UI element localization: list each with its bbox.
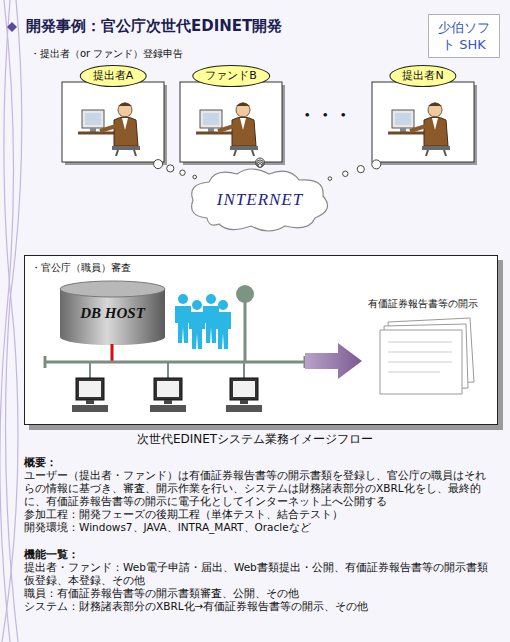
description-text: ユーザー（提出者・ファンド）は有価証券報告書等の開示書類を登録し、官公庁の職員は… (24, 469, 496, 508)
bubble (256, 158, 265, 167)
submitter-box: 提出者N (372, 82, 474, 162)
description-text: システム：財務諸表部分のXBRL化→有価証券報告書等の開示、その他 (24, 600, 496, 613)
description-text: 概要： (24, 456, 496, 469)
node-text: DB HOST (80, 305, 145, 322)
bubble-connector (154, 160, 197, 179)
node-text: 少伯ソフト SHK (433, 19, 495, 53)
node-text: ファンドB (192, 65, 270, 87)
node-text: INTERNET (217, 190, 303, 210)
node-text: 有価証券報告書等の開示 (368, 298, 478, 311)
node-text: ・官公庁（職員）審査 (31, 261, 131, 275)
bubble (180, 170, 185, 175)
bubble (154, 160, 163, 169)
database-cylinder: DB HOST (60, 289, 165, 337)
bubble (357, 166, 364, 173)
annotation-label: ・提出者（or ファンド）登録申告 (30, 47, 183, 60)
bubble (343, 171, 348, 176)
text-column: 概要：ユーザー（提出者・ファンド）は有価証券報告書等の開示書類を登録し、官公庁の… (24, 456, 496, 613)
figure-caption: 次世代EDINETシステム業務イメージフロー (0, 431, 510, 448)
document-stack: 有価証券報告書等の開示 (366, 296, 486, 396)
description-text: 参加工程：開発フェーズの後期工程（単体テスト、結合テスト） (24, 508, 496, 521)
bubble (372, 160, 381, 169)
submitter-box: 提出者A (62, 82, 164, 162)
description-text: 機能一覧： (24, 548, 496, 561)
cloud-shape (192, 169, 328, 231)
annotation-label: ・・・ (298, 108, 352, 121)
node-text: 提出者N (389, 65, 456, 87)
bubble (193, 175, 197, 179)
agency-region: ・官公庁（職員）審査 DB HOST 有価証券報告書等の開示 (24, 255, 498, 425)
submitter-box: ファンドB (180, 82, 282, 162)
description-text: 提出者・ファンド：Web電子申請・届出、Web書類提出・公開、有価証券報告書等の… (24, 561, 496, 587)
company-badge: 少伯ソフト SHK (428, 14, 500, 58)
bubble (258, 164, 262, 168)
bubble-connector (256, 158, 265, 167)
node-text: 提出者A (80, 65, 147, 87)
bubble (167, 165, 174, 172)
internet-cloud: INTERNET (185, 166, 335, 234)
description-text: 職員：有価証券報告書等の開示書類審査、公開、その他 (24, 587, 496, 600)
bubble-connector (328, 160, 381, 181)
page-title: 開発事例：官公庁次世代EDINET開発 (26, 17, 282, 36)
bubble (328, 177, 332, 181)
description-text: 開発環境：Windows7、JAVA、INTRA_MART、Oracleなど (24, 521, 496, 534)
bubble (257, 162, 262, 167)
bubble (256, 160, 263, 167)
